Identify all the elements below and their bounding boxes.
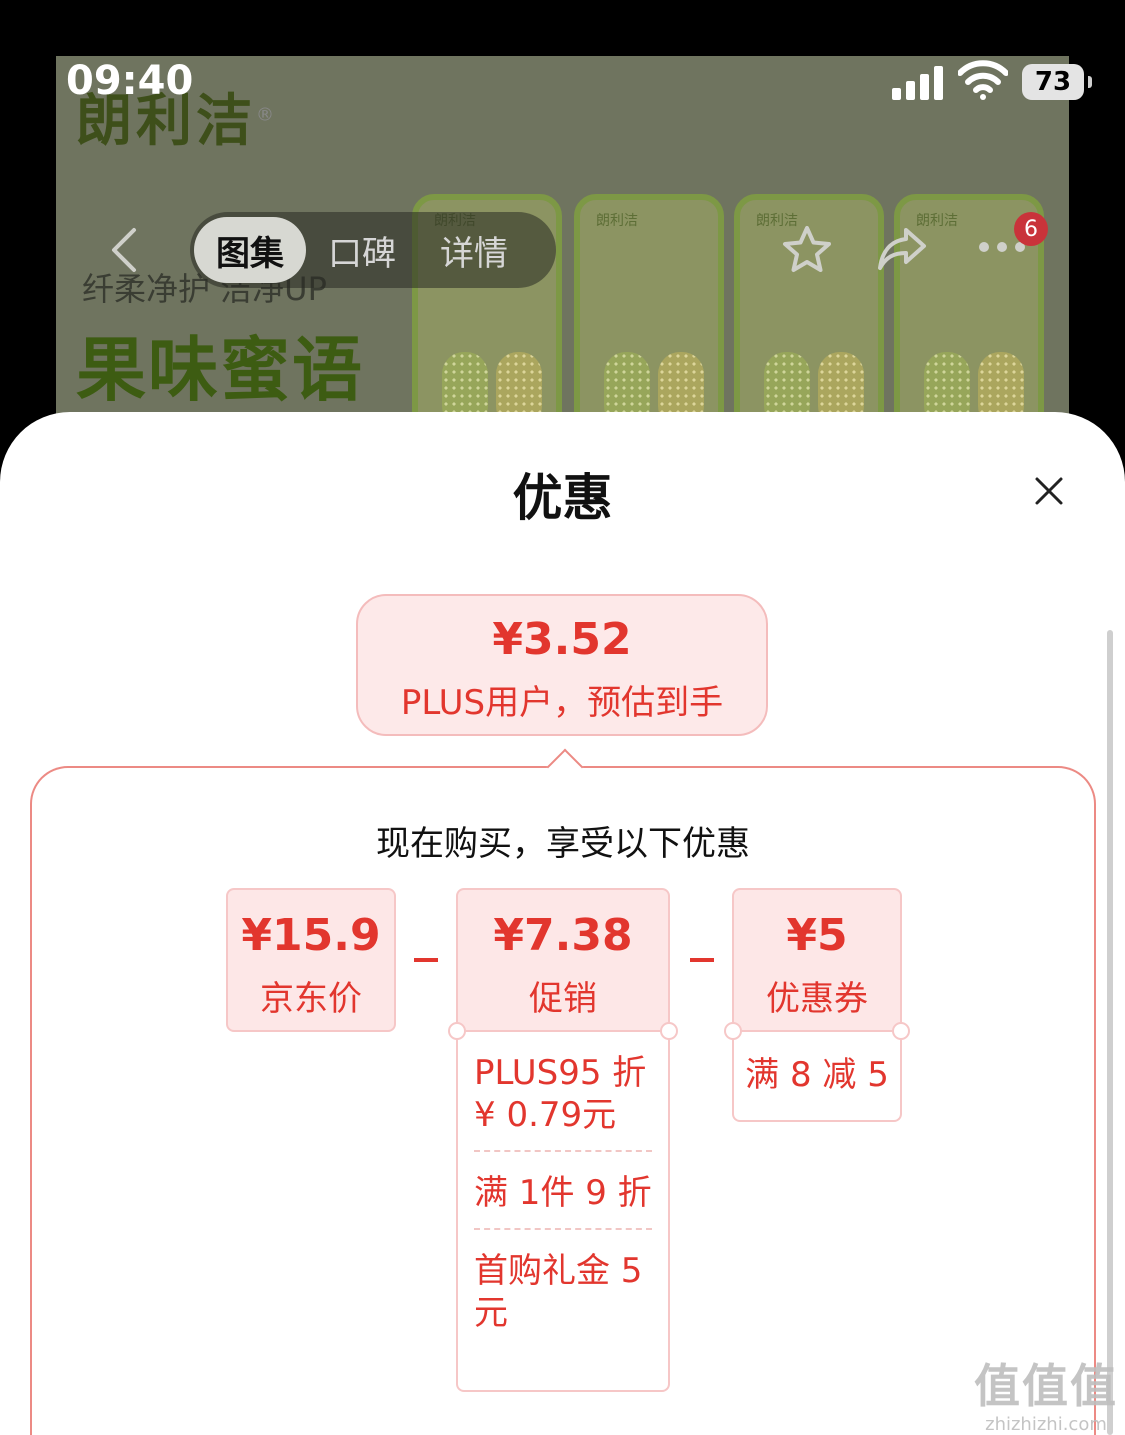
status-time: 09:40: [66, 58, 194, 104]
final-price-label: PLUS用户，预估到手: [400, 683, 724, 723]
brand-logo: 朗利洁®: [76, 89, 278, 154]
promo-label: 促销: [529, 979, 597, 1019]
final-price-box: ¥3.52 PLUS用户，预估到手: [356, 594, 768, 736]
battery-icon: 73: [1022, 64, 1092, 100]
minus-sign: [690, 958, 714, 962]
jd-price-chip: ¥15.9 京东价: [226, 888, 396, 1032]
tab-reviews[interactable]: 口碑: [328, 233, 396, 274]
message-badge: 6: [1014, 212, 1048, 246]
tab-gallery[interactable]: 图集: [194, 217, 306, 283]
coupon-label: 优惠券: [766, 979, 868, 1019]
coupon-amount: ¥5: [786, 910, 848, 961]
coupon-item: 满 8 减 5: [745, 1055, 889, 1095]
panel-pointer: [546, 748, 584, 786]
product-slogan: 果味蜜语: [76, 329, 364, 411]
promo-item-multi: 满 1件 9 折: [474, 1150, 652, 1228]
final-price: ¥3.52: [492, 614, 632, 665]
sheet-title: 优惠: [512, 469, 613, 527]
promo-item-plus: PLUS95 折 ¥ 0.79元: [474, 1053, 647, 1135]
breakdown-heading: 现在购买，享受以下优惠: [376, 824, 750, 864]
wifi-icon: [958, 60, 1008, 100]
signal-icon: [892, 66, 943, 100]
promo-item-first-buy: 首购礼金 5元: [474, 1228, 652, 1348]
close-icon[interactable]: [1034, 476, 1064, 506]
tab-details[interactable]: 详情: [440, 233, 508, 274]
discount-breakdown: 现在购买，享受以下优惠 ¥15.9 京东价 ¥7.38 促销 ¥5 优惠券 PL…: [30, 748, 1096, 1435]
coupon-chip: ¥5 优惠券: [732, 888, 902, 1032]
jd-price-label: 京东价: [260, 979, 362, 1019]
scrollbar[interactable]: [1107, 630, 1113, 1435]
minus-sign: [414, 958, 438, 962]
promo-chip: ¥7.38 促销: [456, 888, 670, 1032]
promo-amount: ¥7.38: [493, 910, 633, 961]
jd-price-amount: ¥15.9: [241, 910, 381, 961]
discount-sheet: 优惠 ¥3.52 PLUS用户，预估到手 现在购买，享受以下优惠 ¥15.9 京…: [0, 412, 1125, 1435]
more-icon[interactable]: [978, 240, 1026, 254]
share-icon[interactable]: [876, 226, 928, 272]
back-icon[interactable]: [108, 226, 138, 274]
star-icon[interactable]: [780, 224, 834, 276]
promo-detail-list: PLUS95 折 ¥ 0.79元 满 1件 9 折 首购礼金 5元: [448, 1022, 678, 1392]
nav-tabs: 图集 口碑 详情: [190, 212, 556, 288]
watermark: 值值值 zhizhizhi.com: [974, 1359, 1118, 1435]
coupon-detail-list: 满 8 减 5: [724, 1022, 910, 1122]
